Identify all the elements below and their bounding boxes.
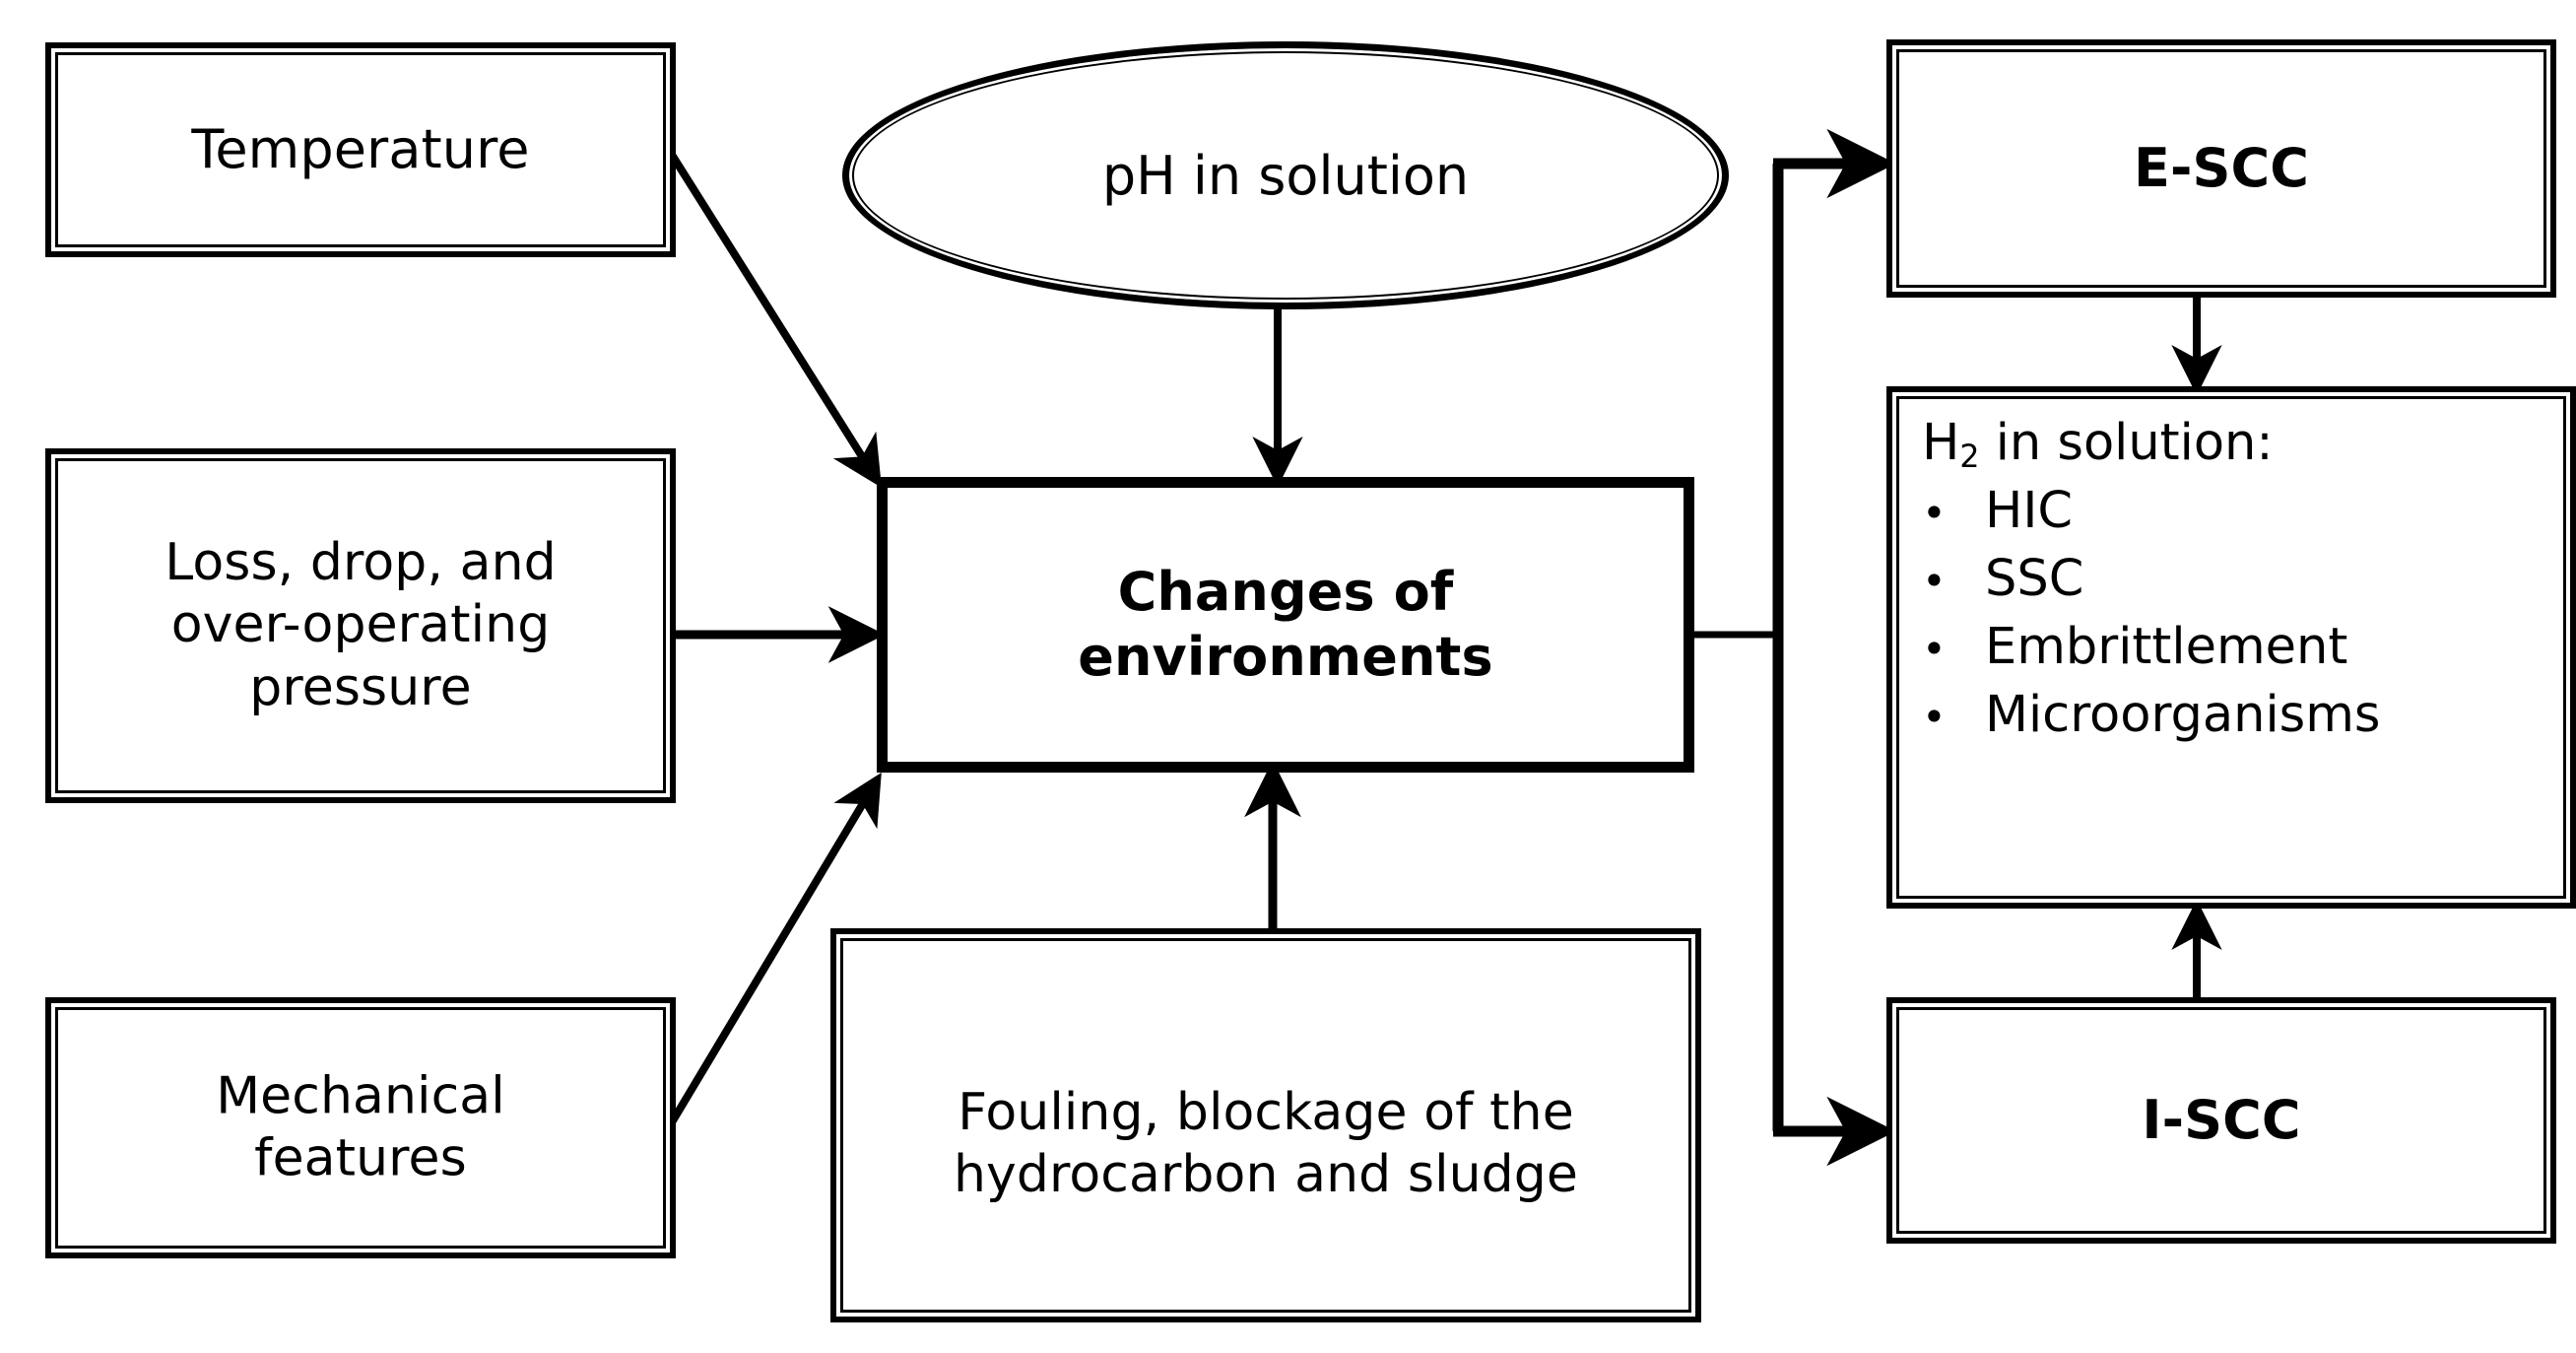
node-iscc[interactable]: I-SCC	[1886, 997, 2556, 1244]
node-mechanical-line2: features	[254, 1128, 467, 1188]
bullet-icon: •	[1922, 489, 1947, 537]
node-changes-line1: Changes of	[1117, 561, 1454, 624]
edge-mechanical-to-changes	[668, 772, 882, 1125]
node-h2-list: • HIC • SSC • Embrittlement • Microorgan…	[1922, 482, 2544, 744]
node-escc-label: E-SCC	[2134, 137, 2309, 200]
node-fouling[interactable]: Fouling, blockage of the hydrocarbon and…	[830, 928, 1701, 1322]
bullet-icon: •	[1922, 557, 1947, 605]
node-mechanical-line1: Mechanical	[216, 1066, 505, 1126]
node-h2[interactable]: H2 in solution: • HIC • SSC • Embrittlem…	[1886, 386, 2576, 909]
bullet-icon: •	[1922, 625, 1947, 673]
node-escc[interactable]: E-SCC	[1886, 39, 2556, 298]
node-pressure[interactable]: Loss, drop, and over-operating pressure	[45, 448, 676, 803]
node-pressure-line2: over-operating	[170, 595, 551, 655]
node-ph[interactable]: pH in solution	[842, 41, 1729, 309]
node-pressure-label: Loss, drop, and over-operating pressure	[51, 532, 670, 719]
node-fouling-label: Fouling, blockage of the hydrocarbon and…	[836, 1082, 1695, 1207]
node-fouling-line2: hydrocarbon and sludge	[954, 1145, 1578, 1205]
node-temperature[interactable]: Temperature	[45, 42, 676, 257]
edge-temperature-to-changes	[668, 152, 882, 488]
node-h2-header-rest: in solution:	[1979, 414, 2274, 472]
node-temperature-label: Temperature	[191, 118, 530, 181]
list-item: • SSC	[1922, 550, 2544, 608]
node-mechanical[interactable]: Mechanical features	[45, 997, 676, 1258]
node-ph-label: pH in solution	[1101, 144, 1470, 207]
node-fouling-line1: Fouling, blockage of the	[958, 1083, 1574, 1142]
node-changes-line2: environments	[1078, 626, 1493, 688]
node-h2-item-label: SSC	[1985, 550, 2084, 608]
node-changes-label: Changes of environments	[888, 560, 1684, 690]
node-h2-header: H2 in solution:	[1922, 414, 2544, 476]
list-item: • HIC	[1922, 482, 2544, 540]
node-iscc-label: I-SCC	[2142, 1089, 2301, 1152]
node-pressure-line1: Loss, drop, and	[165, 532, 557, 592]
list-item: • Embrittlement	[1922, 618, 2544, 676]
node-pressure-line3: pressure	[249, 657, 472, 717]
node-mechanical-label: Mechanical features	[51, 1065, 670, 1190]
node-h2-header-text: H	[1922, 414, 1960, 472]
node-h2-item-label: Microorganisms	[1985, 686, 2381, 744]
node-changes[interactable]: Changes of environments	[877, 477, 1694, 773]
bullet-icon: •	[1922, 693, 1947, 741]
node-h2-header-sub: 2	[1959, 440, 1980, 476]
node-h2-item-label: HIC	[1985, 482, 2074, 540]
list-item: • Microorganisms	[1922, 686, 2544, 744]
node-h2-item-label: Embrittlement	[1985, 618, 2348, 676]
